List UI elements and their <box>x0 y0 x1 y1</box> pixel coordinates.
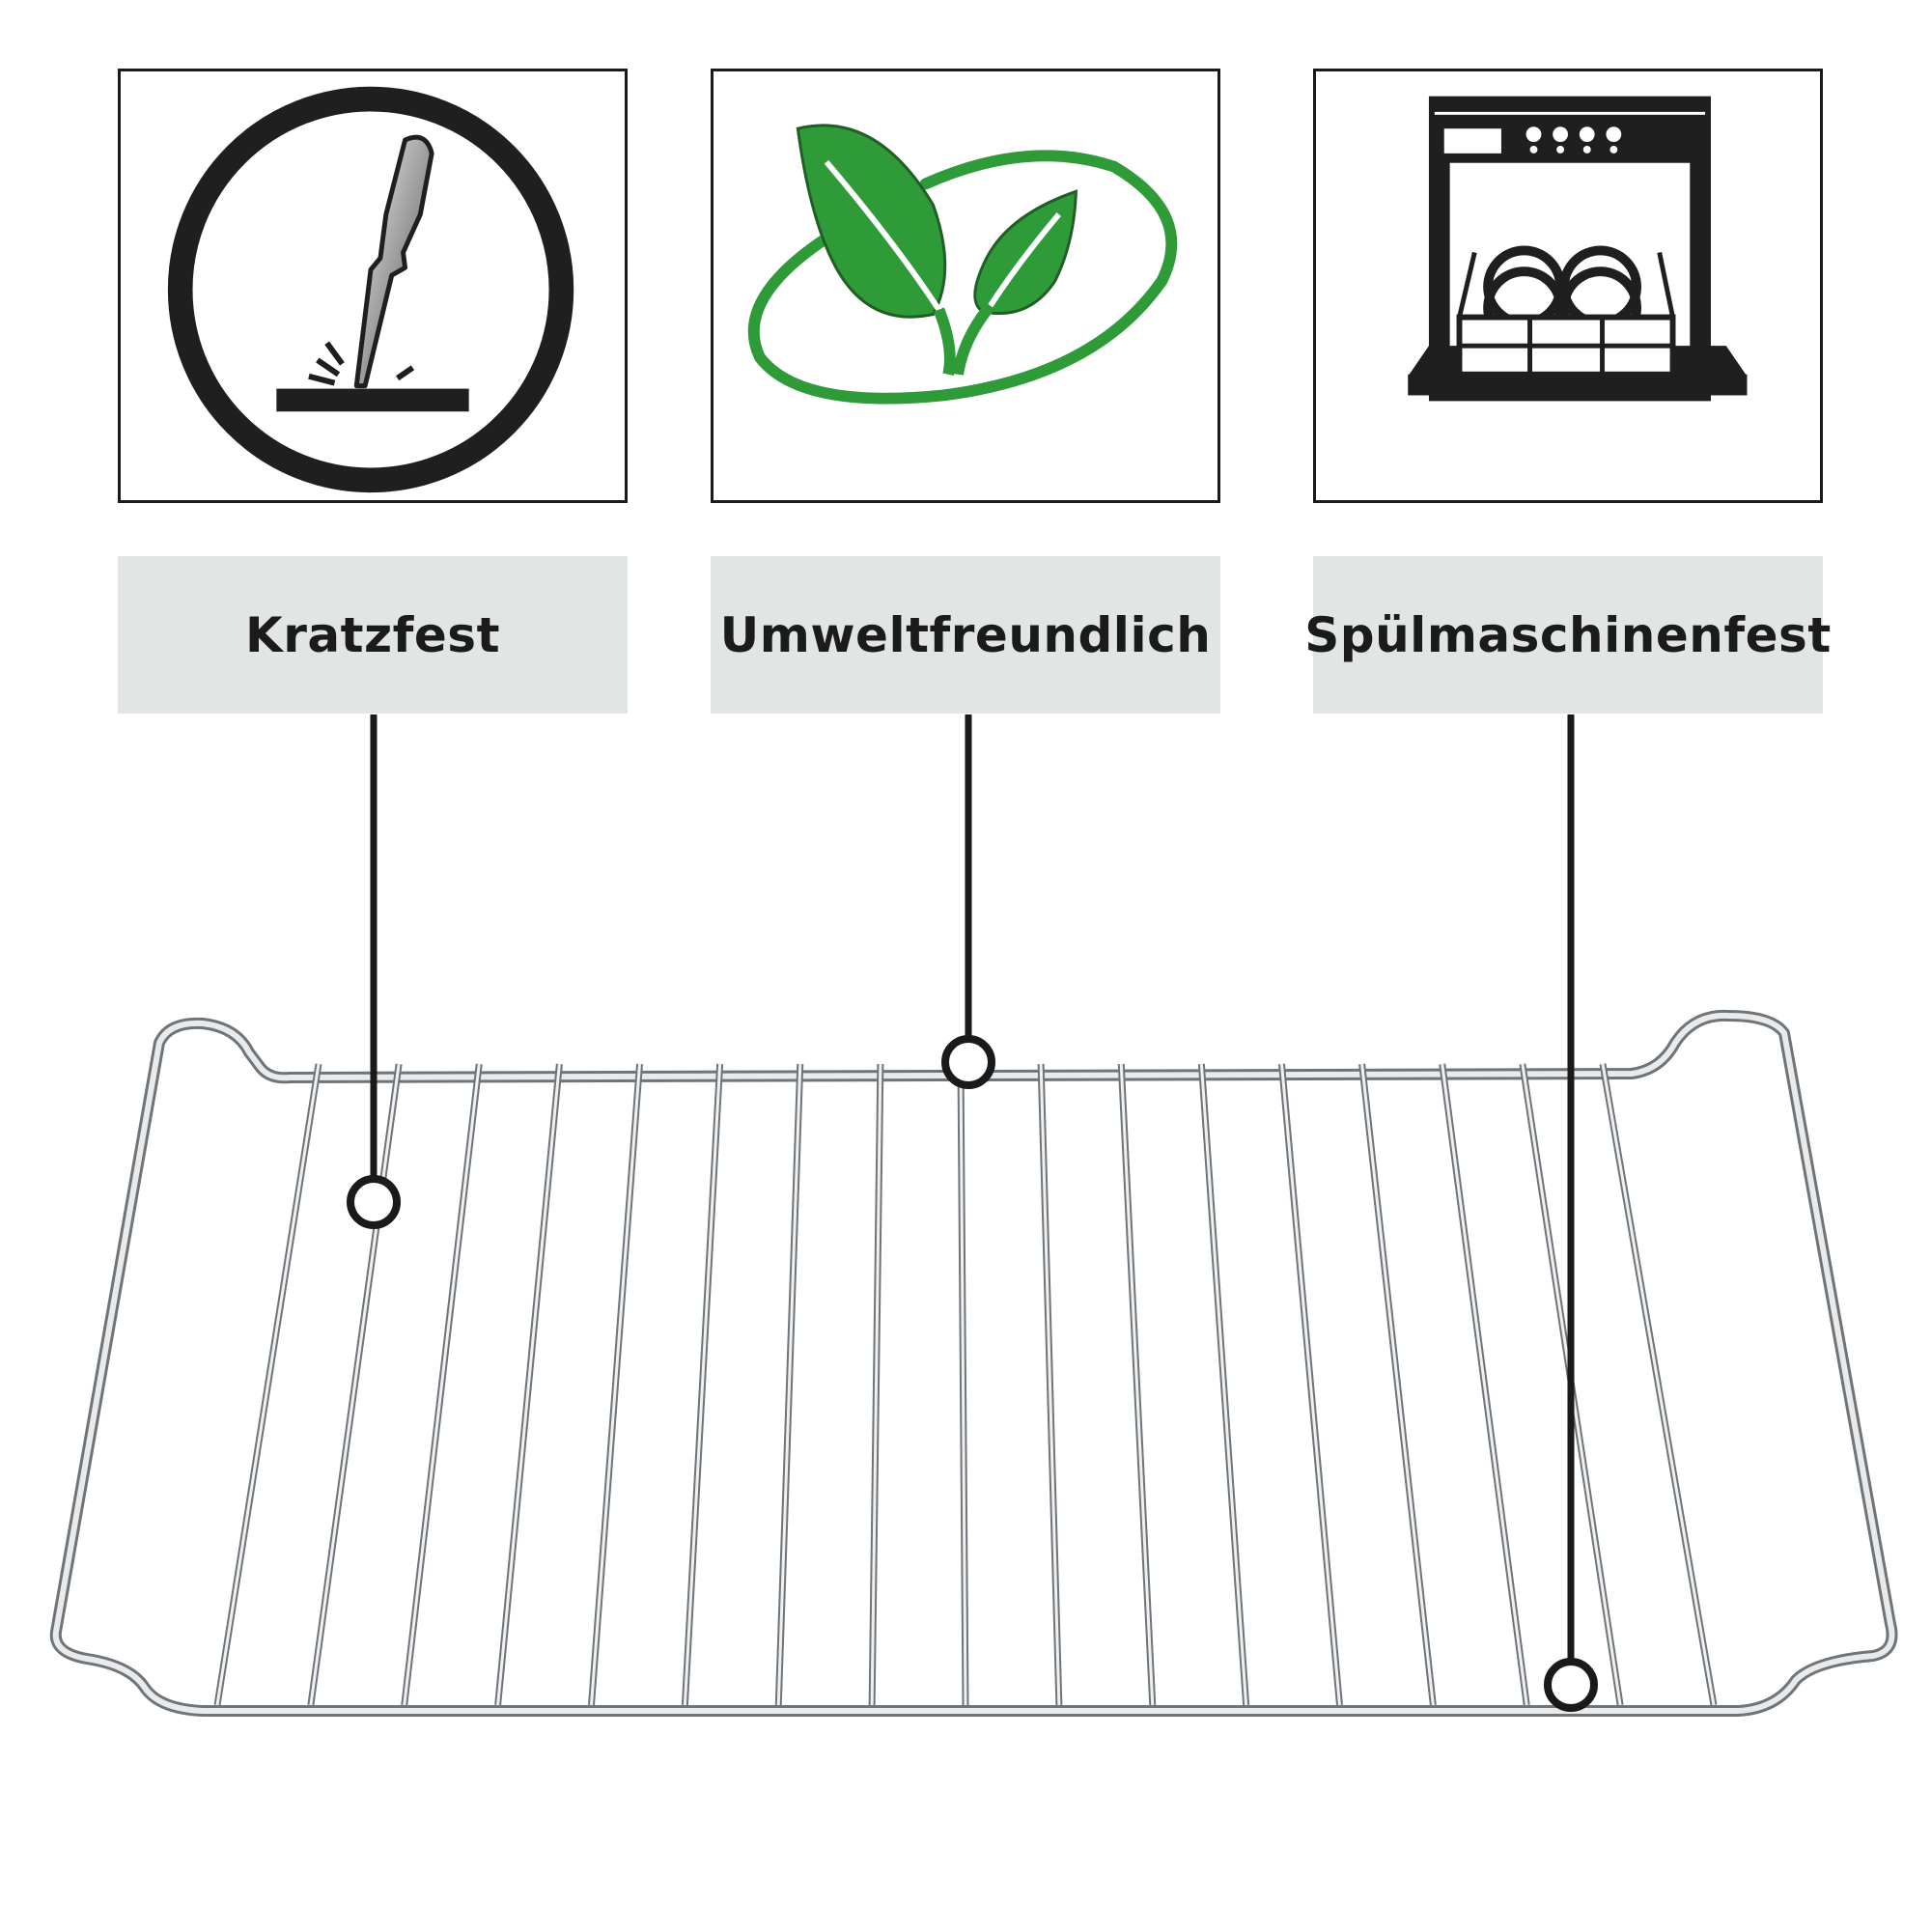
rack-wire <box>307 1063 403 1706</box>
rack-wire-highlight <box>496 1063 561 1706</box>
rack-wire <box>868 1063 884 1706</box>
rack-wire <box>1197 1063 1250 1706</box>
callout-dot <box>941 1035 995 1089</box>
rack-wire <box>1358 1063 1437 1706</box>
rack-wire <box>213 1063 322 1706</box>
rack-wire-highlight <box>590 1063 641 1706</box>
eco-leaves-icon <box>747 124 1178 405</box>
rack-wire-highlight <box>1199 1063 1248 1706</box>
rack-wire <box>681 1063 724 1706</box>
rack-wire <box>1117 1063 1157 1706</box>
rack-wire-highlight <box>309 1063 401 1706</box>
feature-label-text: Umweltfreundlich <box>719 606 1212 663</box>
rack-wire <box>957 1063 969 1706</box>
scratch-resistant-icon <box>167 86 574 493</box>
rack-wire-highlight <box>1119 1063 1155 1706</box>
rack-wire-highlight <box>1039 1063 1061 1706</box>
rack-frame-outline <box>49 1009 1898 1717</box>
callout-lines <box>347 714 1598 1712</box>
feature-icon-box-kratzfest <box>118 69 628 503</box>
rack-wire <box>774 1063 804 1706</box>
rack-wire-highlight <box>1601 1063 1716 1706</box>
rack-wire-highlight <box>1280 1063 1341 1706</box>
rack-wire-highlight <box>1521 1063 1622 1706</box>
rack-wire <box>401 1063 483 1706</box>
rack-wire <box>1519 1063 1624 1706</box>
feature-label-umweltfreundlich: Umweltfreundlich <box>711 556 1220 714</box>
rack-wire-highlight <box>870 1063 882 1706</box>
feature-label-spuelmaschinenfest: Spülmaschinenfest <box>1304 556 1831 714</box>
rack-wire-highlight <box>683 1063 722 1706</box>
feature-icon-box-spuelmaschinenfest <box>1313 69 1823 503</box>
rack-frame <box>52 1012 1895 1714</box>
rack-wire-highlight <box>1441 1063 1528 1706</box>
rack-wire-highlight <box>403 1063 481 1706</box>
dishwasher-icon <box>1408 96 1748 402</box>
feature-icon-box-umweltfreundlich <box>711 69 1220 503</box>
callout-dot <box>347 1175 401 1229</box>
rack-wire-highlight <box>776 1063 802 1706</box>
rack-wire <box>1439 1063 1530 1706</box>
feature-label-text: Spülmaschinenfest <box>1304 606 1832 663</box>
feature-label-text: Kratzfest <box>245 606 500 663</box>
rack-wire-highlight <box>215 1063 321 1706</box>
oven-rack <box>49 1009 1898 1717</box>
rack-wire <box>1278 1063 1343 1706</box>
rack-wire <box>1037 1063 1063 1706</box>
rack-wire <box>588 1063 643 1706</box>
rack-wire-highlight <box>1360 1063 1435 1706</box>
feature-label-kratzfest: Kratzfest <box>118 556 628 714</box>
rack-wire <box>1599 1063 1718 1706</box>
rack-wire-highlight <box>959 1063 967 1706</box>
rack-wire <box>494 1063 563 1706</box>
callout-dot <box>1544 1658 1598 1712</box>
